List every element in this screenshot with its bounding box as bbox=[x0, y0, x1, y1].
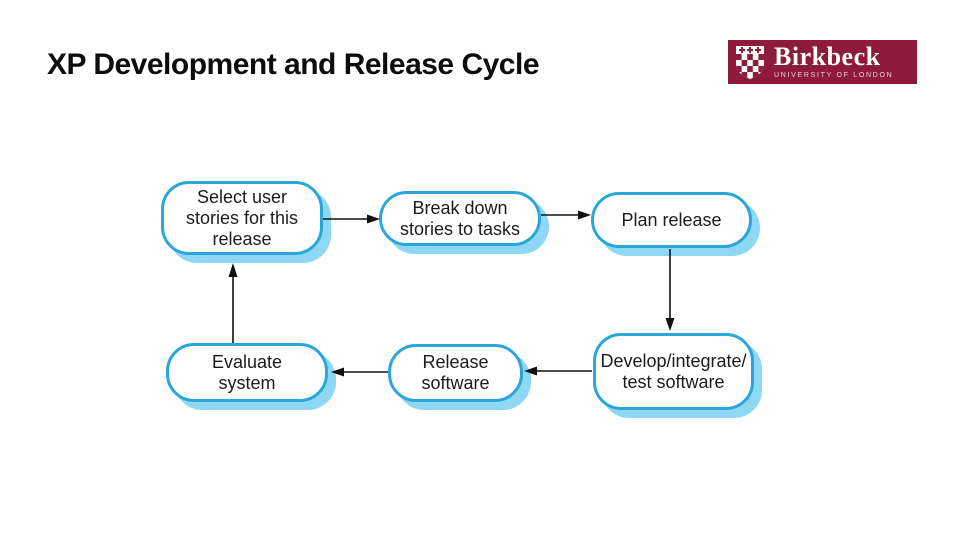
node-select-user-stories: Select user stories for this release bbox=[161, 181, 323, 255]
arrow-evaluate-to-select bbox=[228, 263, 238, 343]
logo-name: Birkbeck bbox=[774, 42, 881, 71]
arrow-select-to-break bbox=[323, 214, 380, 224]
node-label: Break down stories to tasks bbox=[399, 197, 521, 239]
logo-text: Birkbeck UNIVERSITY OF LONDON bbox=[774, 44, 893, 80]
logo-subtitle: UNIVERSITY OF LONDON bbox=[774, 72, 894, 79]
node-plan-release: Plan release bbox=[591, 192, 752, 248]
arrow-develop-to-release bbox=[524, 366, 592, 376]
node-evaluate-system: Evaluate system bbox=[166, 343, 328, 402]
node-label: Select user stories for this release bbox=[185, 186, 299, 249]
node-label: Evaluate system bbox=[211, 351, 283, 393]
node-release-software: Release software bbox=[388, 344, 523, 402]
arrow-break-to-plan bbox=[541, 210, 591, 220]
page-title: XP Development and Release Cycle bbox=[47, 48, 540, 81]
birkbeck-crest-icon bbox=[736, 46, 764, 79]
node-label: Release software bbox=[421, 352, 490, 393]
node-break-down-stories: Break down stories to tasks bbox=[379, 191, 541, 246]
arrow-release-to-evaluate bbox=[331, 367, 388, 377]
birkbeck-logo: Birkbeck UNIVERSITY OF LONDON bbox=[728, 40, 917, 84]
arrow-plan-to-develop bbox=[665, 249, 675, 331]
node-label: Develop/integrate/ test software bbox=[600, 350, 747, 392]
node-label: Plan release bbox=[621, 209, 722, 230]
node-develop-integrate-test: Develop/integrate/ test software bbox=[593, 333, 754, 410]
